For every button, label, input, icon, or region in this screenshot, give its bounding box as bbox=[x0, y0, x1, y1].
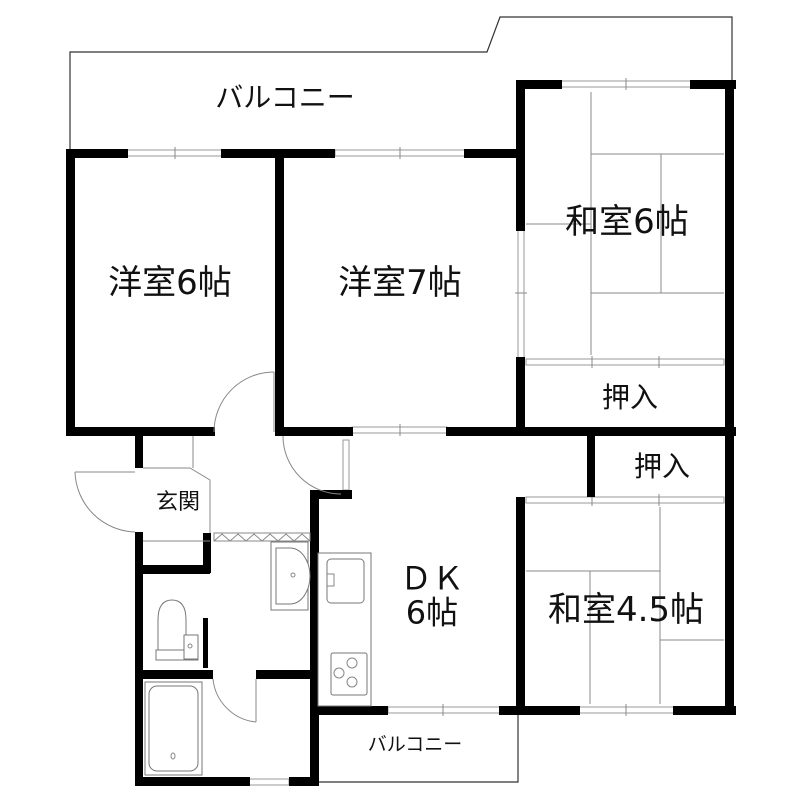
windows bbox=[126, 78, 725, 786]
label-dining-kitchen: ＤＫ 6帖 bbox=[400, 562, 464, 629]
shoe-cabinet bbox=[213, 532, 311, 542]
bathtub bbox=[144, 681, 203, 776]
label-balcony-south: バルコニー bbox=[367, 733, 463, 756]
walls bbox=[66, 80, 736, 786]
dk-label-line1: ＤＫ bbox=[399, 559, 465, 598]
tatami-lines-room-a bbox=[526, 92, 724, 355]
balcony-north-outline bbox=[69, 16, 733, 152]
label-balcony-north: バルコニー bbox=[215, 81, 355, 114]
label-entrance: 玄関 bbox=[155, 490, 201, 515]
kitchen-counter bbox=[317, 552, 372, 707]
washbasin bbox=[270, 541, 311, 611]
toilet bbox=[155, 599, 199, 661]
tatami-lines-room-b bbox=[526, 507, 724, 704]
label-western-room-6: 洋室6帖 bbox=[108, 263, 232, 303]
label-japanese-room-4-5: 和室4.5帖 bbox=[547, 590, 705, 630]
label-closet-b: 押入 bbox=[633, 450, 691, 483]
label-western-room-7: 洋室7帖 bbox=[338, 263, 462, 303]
label-japanese-room-6: 和室6帖 bbox=[565, 202, 689, 242]
label-closet-a: 押入 bbox=[601, 381, 659, 414]
dk-label-line2: 6帖 bbox=[405, 593, 459, 631]
door-swings bbox=[74, 371, 342, 723]
